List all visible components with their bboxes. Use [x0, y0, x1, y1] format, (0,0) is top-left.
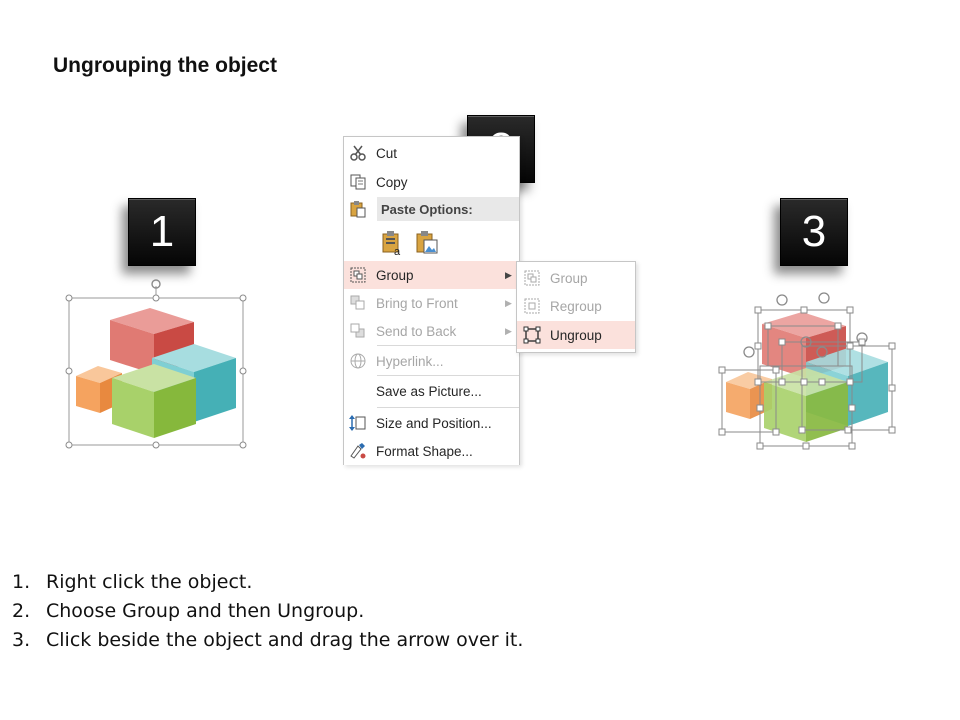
menu-item-save-as-picture[interactable]: Save as Picture... [376, 383, 482, 399]
menu-item-bring-to-front: Bring to Front ▶ [344, 289, 519, 317]
instruction-item: 1.Right click the object. [12, 571, 253, 593]
copy-icon [348, 172, 368, 192]
menu-item-size-and-position[interactable]: Size and Position... [344, 409, 519, 437]
menu-item-paste-header [344, 197, 519, 221]
group-icon [522, 268, 542, 288]
paste-options-row: a [344, 225, 519, 261]
menu-item-copy[interactable]: Copy [344, 168, 519, 196]
submenu-item-ungroup[interactable]: Ungroup [517, 321, 635, 349]
hyperlink-icon [348, 351, 368, 371]
instruction-item: 2.Choose Group and then Ungroup. [12, 600, 365, 622]
instructions-list: 1.Right click the object. 2.Choose Group… [12, 568, 523, 655]
ungroup-icon [522, 325, 542, 345]
ungrouped-cubes-object[interactable] [712, 282, 902, 452]
paste-options-label: Paste Options: [377, 197, 519, 221]
svg-text:a: a [394, 246, 401, 256]
bring-to-front-icon [348, 293, 368, 313]
paste-picture-icon[interactable] [413, 229, 441, 257]
format-shape-icon [348, 441, 368, 461]
step-badge-1: 1 [128, 198, 196, 266]
submenu-item-group: Group [517, 264, 635, 292]
selection-handles[interactable] [65, 294, 247, 449]
menu-item-cut[interactable]: Cut [344, 139, 519, 167]
rotate-handle-icon[interactable] [151, 279, 161, 289]
menu-item-send-to-back: Send to Back ▶ [344, 317, 519, 345]
regroup-icon [522, 296, 542, 316]
orange-cube [76, 366, 122, 413]
menu-item-format-shape[interactable]: Format Shape... [344, 437, 519, 465]
group-icon [348, 265, 368, 285]
context-menu: Cut Copy Paste Options: a Group ▶ Bring … [343, 136, 520, 465]
rotate-handle-icon[interactable] [743, 292, 868, 358]
send-to-back-icon [348, 321, 368, 341]
size-position-icon [348, 413, 368, 433]
submenu-arrow-icon: ▶ [505, 269, 512, 280]
submenu-item-regroup: Regroup [517, 292, 635, 320]
selection-handles[interactable] [718, 306, 896, 450]
menu-item-hyperlink: Hyperlink... [344, 347, 519, 375]
green-cube [112, 364, 196, 438]
menu-item-group[interactable]: Group ▶ [344, 261, 519, 289]
slide-title: Ungrouping the object [53, 54, 277, 77]
instruction-item: 3.Click beside the object and drag the a… [12, 629, 524, 651]
green-cube [764, 368, 848, 442]
step-badge-3: 3 [780, 198, 848, 266]
grouped-cubes-object[interactable] [60, 276, 255, 451]
scissors-icon [348, 143, 368, 163]
paste-keep-text-icon[interactable]: a [379, 229, 407, 257]
paste-icon [348, 199, 368, 219]
group-submenu: Group Regroup Ungroup [516, 261, 636, 353]
